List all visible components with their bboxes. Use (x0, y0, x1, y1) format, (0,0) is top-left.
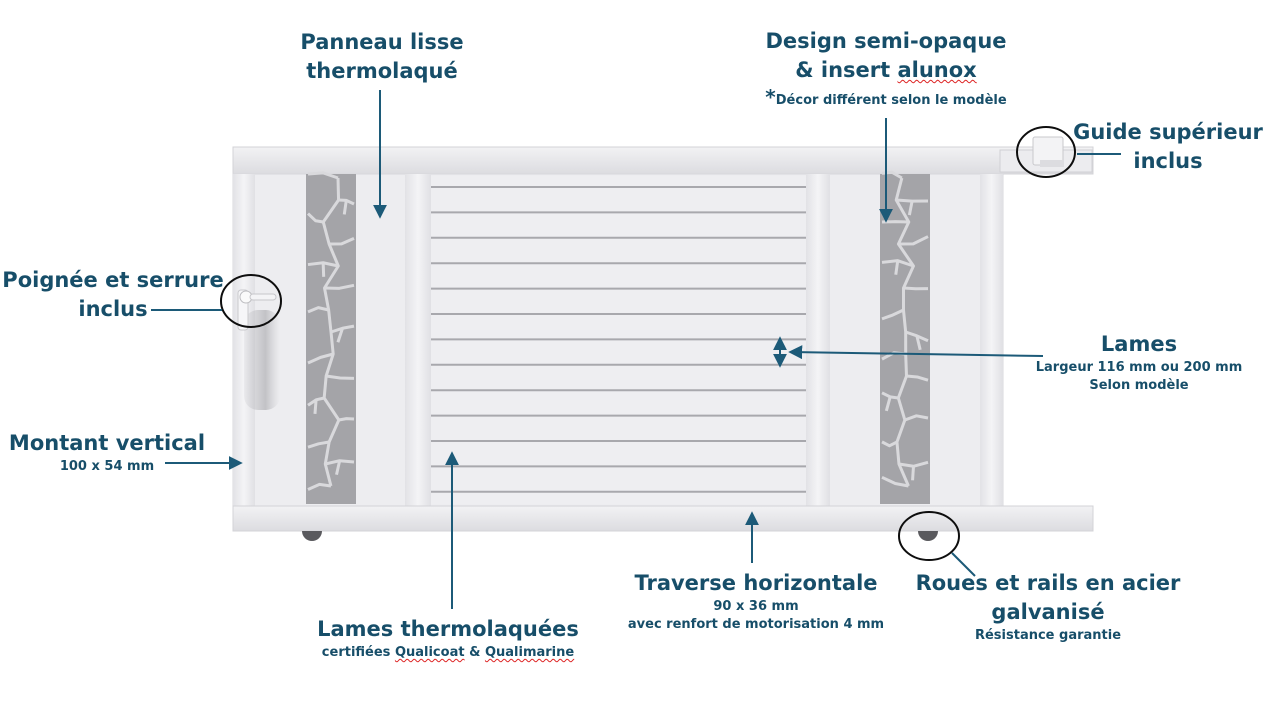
callout-lames-thermo: Lames thermolaquées certifiées Qualicoat… (308, 615, 588, 662)
decor-line (907, 200, 914, 216)
slat-lines (431, 186, 806, 493)
top-rail (232, 146, 1094, 175)
panneau-line1: Panneau lisse (300, 30, 464, 54)
lames-thermo-detail-c: & (464, 645, 485, 660)
callout-roues: Roues et rails en acier galvanisé Résist… (908, 569, 1188, 645)
arrow-roues (951, 552, 976, 577)
design-line2b: alunox (897, 58, 977, 82)
bottom-rail (232, 505, 1094, 532)
decor-line (307, 171, 339, 180)
decor-line (313, 399, 318, 414)
decor-insert-right (880, 170, 930, 504)
decor-line (342, 200, 348, 215)
decor-line (911, 466, 915, 481)
decor-line (881, 475, 909, 488)
panneau-line2: thermolaqué (306, 59, 458, 83)
vertical-post-right (980, 174, 1003, 506)
guide-line2: inclus (1133, 149, 1203, 173)
poignee-line2: inclus (78, 297, 148, 321)
guide-line1: Guide supérieur (1073, 120, 1263, 144)
lames-thermo-detail-a: certifiées (321, 645, 395, 660)
decor-line (894, 260, 900, 275)
decor-line (306, 212, 324, 224)
decor-line (336, 327, 344, 343)
wheel-right (918, 531, 938, 541)
decor-line (325, 374, 355, 380)
traverse-detail1: 90 x 36 mm (713, 599, 799, 614)
callout-lames: Lames Largeur 116 mm ou 200 mm Selon mod… (1030, 330, 1248, 395)
decor-line (903, 286, 929, 291)
decor-line (906, 374, 929, 382)
lames-thermo-detail-b: Qualicoat (394, 645, 465, 660)
arrow-lames (788, 345, 1044, 360)
design-note-star: * (765, 85, 776, 109)
decor-line (898, 235, 929, 246)
decor-line (881, 308, 905, 321)
decor-line (321, 262, 326, 277)
lames-title: Lames (1100, 332, 1178, 356)
decor-line (324, 283, 355, 290)
vertical-post-inner-left (405, 174, 431, 506)
decor-line (335, 460, 342, 476)
lames-detail2: Selon modèle (1089, 378, 1189, 393)
decor-line (307, 440, 330, 449)
decor-line (307, 482, 332, 491)
decor-insert-left (306, 171, 356, 504)
lames-thermo-title: Lames thermolaquées (317, 617, 579, 641)
montant-title: Montant vertical (8, 431, 206, 455)
montant-detail: 100 x 54 mm (59, 459, 155, 474)
callout-poignee: Poignée et serrure inclus (2, 266, 224, 324)
wheel-left (302, 531, 322, 541)
decor-line (307, 306, 329, 314)
decor-line (881, 440, 898, 448)
design-line1: Design semi-opaque (765, 29, 1007, 53)
callout-panneau: Panneau lisse thermolaqué (292, 28, 472, 86)
lames-detail1: Largeur 116 mm ou 200 mm (1035, 360, 1243, 375)
design-note-text: Décor différent selon le modèle (775, 93, 1007, 108)
traverse-detail2: avec renfort de motorisation 4 mm (627, 617, 885, 632)
callout-traverse: Traverse horizontale 90 x 36 mm avec ren… (620, 569, 892, 634)
guide-roller-icon (1032, 136, 1064, 167)
decor-line (896, 198, 929, 203)
poignee-line1: Poignée et serrure (2, 268, 224, 292)
vertical-post-inner-right (806, 174, 830, 506)
handle-shadow (244, 310, 280, 410)
lames-thermo-detail-d: Qualimarine (484, 645, 575, 660)
design-line2: & insert alunox (748, 56, 1024, 85)
callout-design: Design semi-opaque & insert alunox (748, 27, 1024, 85)
decor-line (915, 335, 922, 351)
decor-line (329, 237, 355, 246)
design-note: *Décor différent selon le modèle (740, 85, 1032, 110)
roues-line1: Roues et rails en acier (915, 571, 1181, 595)
decor-line (307, 352, 334, 365)
wheel-highlight-circle (898, 511, 960, 561)
callout-guide: Guide supérieur inclus (1070, 118, 1266, 176)
roues-detail: Résistance garantie (974, 628, 1122, 643)
decor-line (884, 396, 892, 412)
roues-line2: galvanisé (991, 600, 1105, 624)
decor-line (338, 417, 355, 422)
lames-thermo-detail: certifiées Qualicoat & Qualimarine (308, 644, 588, 662)
handle-highlight-circle (220, 274, 282, 328)
guide-highlight-circle (1016, 126, 1076, 178)
decor-line (904, 414, 929, 422)
handle-icon (237, 289, 277, 331)
design-line2a: & insert (795, 58, 898, 82)
traverse-title: Traverse horizontale (634, 571, 878, 595)
callout-montant: Montant vertical 100 x 54 mm (4, 429, 210, 476)
